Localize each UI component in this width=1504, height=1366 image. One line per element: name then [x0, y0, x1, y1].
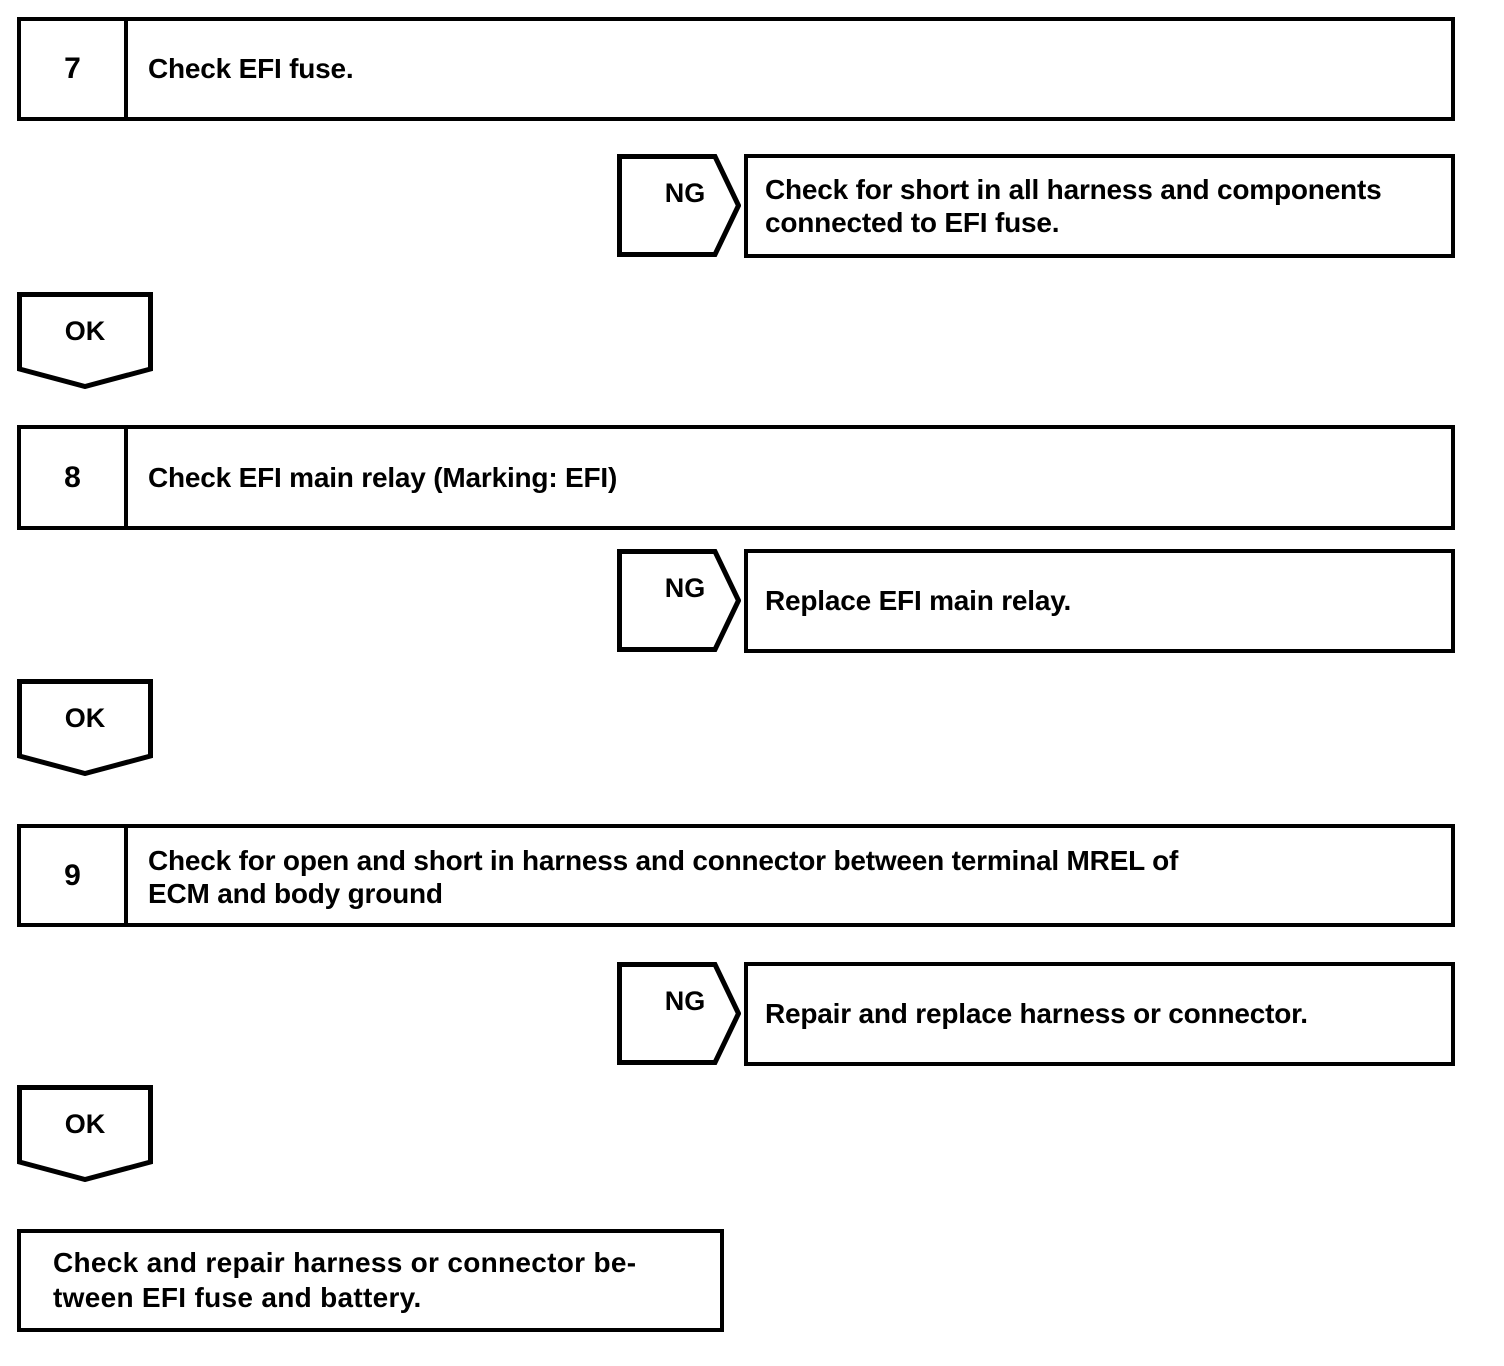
step-number-7: 7: [21, 21, 128, 117]
ng-result-box-9: Repair and replace harness or connector.: [744, 962, 1455, 1066]
ok-arrow-8: OK: [17, 679, 153, 776]
ng-arrow-9: NG: [617, 962, 741, 1065]
terminal-result-text: Check and repair harness or connector be…: [53, 1247, 637, 1313]
step-text-cell-8: Check EFI main relay (Marking: EFI): [132, 429, 1451, 526]
terminal-result-box: Check and repair harness or connector be…: [17, 1229, 724, 1332]
step-label-9: Check for open and short in harness and …: [148, 845, 1179, 910]
step-label-8: Check EFI main relay (Marking: EFI): [148, 461, 618, 493]
ng-arrow-7: NG: [617, 154, 741, 257]
step-row-9: 9 Check for open and short in harness an…: [17, 824, 1455, 927]
step-number-9: 9: [21, 828, 128, 923]
step-row-8: 8 Check EFI main relay (Marking: EFI): [17, 425, 1455, 530]
step-text-cell-9: Check for open and short in harness and …: [132, 828, 1451, 923]
step-text-cell-7: Check EFI fuse.: [132, 21, 1451, 117]
ok-arrow-9: OK: [17, 1085, 153, 1182]
ng-arrow-8: NG: [617, 549, 741, 652]
step-number-8: 8: [21, 429, 128, 526]
ng-result-text-9: Repair and replace harness or connector.: [765, 998, 1308, 1030]
ng-result-text-7: Check for short in all harness and compo…: [765, 173, 1382, 238]
ok-arrow-7: OK: [17, 292, 153, 389]
ng-result-box-8: Replace EFI main relay.: [744, 549, 1455, 653]
step-label-7: Check EFI fuse.: [148, 53, 354, 85]
ng-result-box-7: Check for short in all harness and compo…: [744, 154, 1455, 258]
step-row-7: 7 Check EFI fuse.: [17, 17, 1455, 121]
ng-result-text-8: Replace EFI main relay.: [765, 585, 1072, 617]
